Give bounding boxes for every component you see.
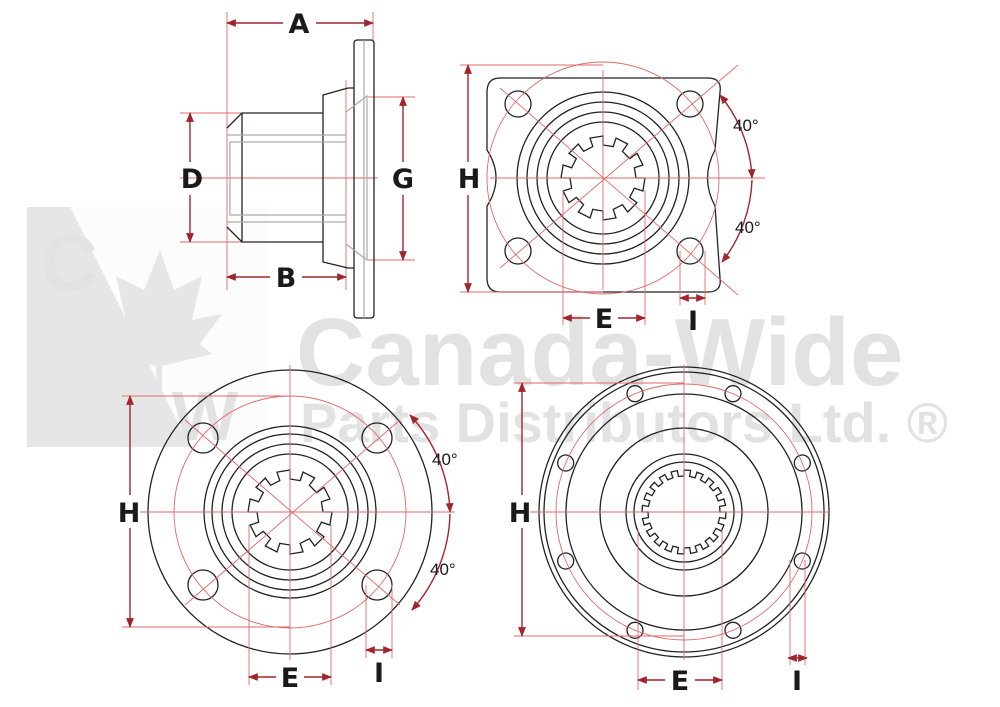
angle-label-upper: 40° bbox=[733, 116, 759, 135]
angle-label-upper-round: 40° bbox=[432, 450, 458, 469]
angle-label-lower: 40° bbox=[735, 218, 761, 237]
round-8-bolt-flange-view: H E I bbox=[509, 365, 830, 697]
dimension-label-b: B bbox=[276, 263, 297, 294]
dimension-label-g: G bbox=[392, 164, 414, 195]
watermark-line2: Parts Distributors Ltd. ® bbox=[300, 391, 948, 454]
bolt-hole bbox=[724, 621, 742, 639]
logo-letter-c: C bbox=[40, 218, 98, 307]
watermark-line1: Canada-Wide bbox=[296, 299, 903, 406]
dimension-label-i-8bolt: I bbox=[792, 666, 802, 697]
side-view: A D G B bbox=[180, 9, 415, 319]
round-4-bolt-flange-view: 40° 40° H E I bbox=[118, 365, 458, 694]
dimension-label-h-8bolt: H bbox=[509, 498, 532, 529]
bolt-hole bbox=[626, 385, 644, 403]
bolt-hole bbox=[724, 385, 742, 403]
watermark: C W Canada-Wide Parts Distributors Ltd. … bbox=[27, 207, 948, 455]
bolt-hole bbox=[793, 454, 811, 472]
company-logo: C W bbox=[27, 207, 268, 455]
angle-label-lower-round: 40° bbox=[430, 560, 456, 579]
square-flange-view: 40° 40° H E I bbox=[458, 61, 765, 337]
dimension-label-i: I bbox=[688, 306, 698, 337]
bolt-hole bbox=[557, 454, 575, 472]
dimension-label-a: A bbox=[289, 9, 310, 40]
bolt-hole bbox=[626, 621, 644, 639]
dimension-label-i-round: I bbox=[374, 658, 384, 689]
dimension-label-d: D bbox=[181, 164, 203, 195]
dimension-label-h: H bbox=[458, 164, 481, 195]
bolt-hole bbox=[793, 552, 811, 570]
dimension-label-e-round: E bbox=[281, 663, 299, 694]
dimension-label-e-8bolt: E bbox=[671, 666, 689, 697]
bolt-hole bbox=[557, 552, 575, 570]
dimension-label-h-round: H bbox=[118, 498, 141, 529]
logo-letter-w: W bbox=[172, 377, 238, 455]
dimension-label-e: E bbox=[595, 304, 613, 335]
